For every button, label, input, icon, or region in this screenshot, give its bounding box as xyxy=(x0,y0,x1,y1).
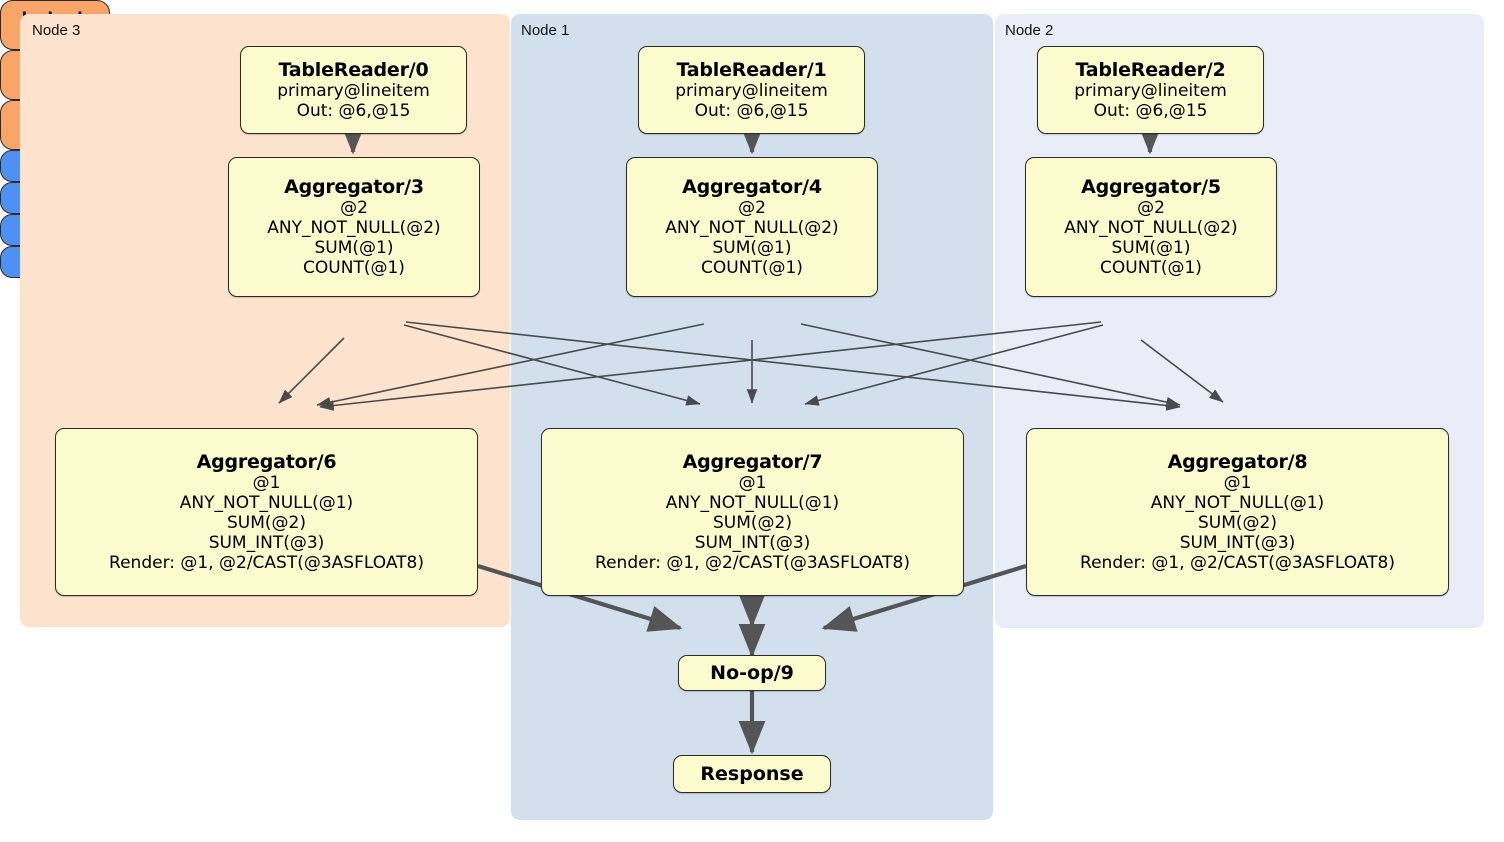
aggregator-4-node[interactable]: Aggregator/4 @2 ANY_NOT_NULL(@2) SUM(@1)… xyxy=(626,157,878,297)
region-label-node-3: Node 3 xyxy=(32,22,81,39)
aggregator-4-line-2: ANY_NOT_NULL(@2) xyxy=(665,218,839,239)
aggregator-7-line-5: Render: @1, @2/CAST(@3ASFLOAT8) xyxy=(595,553,910,574)
aggregator-8-line-2: ANY_NOT_NULL(@1) xyxy=(1150,493,1325,514)
aggregator-3-line-3: SUM(@1) xyxy=(314,238,394,259)
table-reader-1-line-2: Out: @6,@15 xyxy=(694,101,809,122)
table-reader-1-title: TableReader/1 xyxy=(676,58,827,81)
aggregator-6-line-1: @1 xyxy=(252,473,281,494)
table-reader-1-node[interactable]: TableReader/1 primary@lineitem Out: @6,@… xyxy=(638,46,865,134)
aggregator-8-node[interactable]: Aggregator/8 @1 ANY_NOT_NULL(@1) SUM(@2)… xyxy=(1026,428,1449,596)
aggregator-8-line-3: SUM(@2) xyxy=(1198,513,1277,534)
table-reader-2-title: TableReader/2 xyxy=(1075,58,1226,81)
aggregator-3-line-1: @2 xyxy=(340,198,368,219)
response-node[interactable]: Response xyxy=(673,755,831,793)
table-reader-0-line-1: primary@lineitem xyxy=(277,81,430,102)
region-node-1 xyxy=(511,14,993,820)
aggregator-7-line-2: ANY_NOT_NULL(@1) xyxy=(665,493,840,514)
aggregator-6-line-2: ANY_NOT_NULL(@1) xyxy=(179,493,354,514)
aggregator-6-line-5: Render: @1, @2/CAST(@3ASFLOAT8) xyxy=(109,553,424,574)
aggregator-6-node[interactable]: Aggregator/6 @1 ANY_NOT_NULL(@1) SUM(@2)… xyxy=(55,428,478,596)
aggregator-6-title: Aggregator/6 xyxy=(196,450,337,473)
table-reader-0-node[interactable]: TableReader/0 primary@lineitem Out: @6,@… xyxy=(240,46,467,134)
aggregator-5-line-2: ANY_NOT_NULL(@2) xyxy=(1064,218,1238,239)
aggregator-8-line-4: SUM_INT(@3) xyxy=(1179,533,1296,554)
table-reader-0-title: TableReader/0 xyxy=(278,58,429,81)
aggregator-5-line-1: @2 xyxy=(1137,198,1165,219)
table-reader-2-node[interactable]: TableReader/2 primary@lineitem Out: @6,@… xyxy=(1037,46,1264,134)
aggregator-4-line-3: SUM(@1) xyxy=(712,238,792,259)
table-reader-0-line-2: Out: @6,@15 xyxy=(296,101,411,122)
aggregator-7-line-4: SUM_INT(@3) xyxy=(694,533,811,554)
aggregator-3-line-2: ANY_NOT_NULL(@2) xyxy=(267,218,441,239)
aggregator-8-title: Aggregator/8 xyxy=(1167,450,1308,473)
aggregator-6-line-4: SUM_INT(@3) xyxy=(208,533,325,554)
aggregator-5-node[interactable]: Aggregator/5 @2 ANY_NOT_NULL(@2) SUM(@1)… xyxy=(1025,157,1277,297)
aggregator-8-line-5: Render: @1, @2/CAST(@3ASFLOAT8) xyxy=(1080,553,1395,574)
aggregator-5-line-3: SUM(@1) xyxy=(1111,238,1191,259)
aggregator-7-line-3: SUM(@2) xyxy=(713,513,792,534)
aggregator-7-title: Aggregator/7 xyxy=(682,450,823,473)
aggregator-5-line-4: COUNT(@1) xyxy=(1100,258,1202,279)
table-reader-2-line-1: primary@lineitem xyxy=(1074,81,1227,102)
aggregator-8-line-1: @1 xyxy=(1223,473,1252,494)
region-label-node-2: Node 2 xyxy=(1005,22,1054,39)
response-title: Response xyxy=(700,762,804,785)
no-op-9-title: No-op/9 xyxy=(710,661,794,684)
aggregator-3-line-4: COUNT(@1) xyxy=(303,258,405,279)
no-op-9-node[interactable]: No-op/9 xyxy=(678,655,826,691)
table-reader-2-line-2: Out: @6,@15 xyxy=(1093,101,1208,122)
aggregator-5-title: Aggregator/5 xyxy=(1081,175,1221,198)
table-reader-1-line-1: primary@lineitem xyxy=(675,81,828,102)
aggregator-3-node[interactable]: Aggregator/3 @2 ANY_NOT_NULL(@2) SUM(@1)… xyxy=(228,157,480,297)
aggregator-6-line-3: SUM(@2) xyxy=(227,513,306,534)
aggregator-7-node[interactable]: Aggregator/7 @1 ANY_NOT_NULL(@1) SUM(@2)… xyxy=(541,428,964,596)
aggregator-4-line-1: @2 xyxy=(738,198,766,219)
aggregator-3-title: Aggregator/3 xyxy=(284,175,424,198)
region-label-node-1: Node 1 xyxy=(521,22,570,39)
aggregator-4-line-4: COUNT(@1) xyxy=(701,258,803,279)
aggregator-4-title: Aggregator/4 xyxy=(682,175,822,198)
aggregator-7-line-1: @1 xyxy=(738,473,767,494)
